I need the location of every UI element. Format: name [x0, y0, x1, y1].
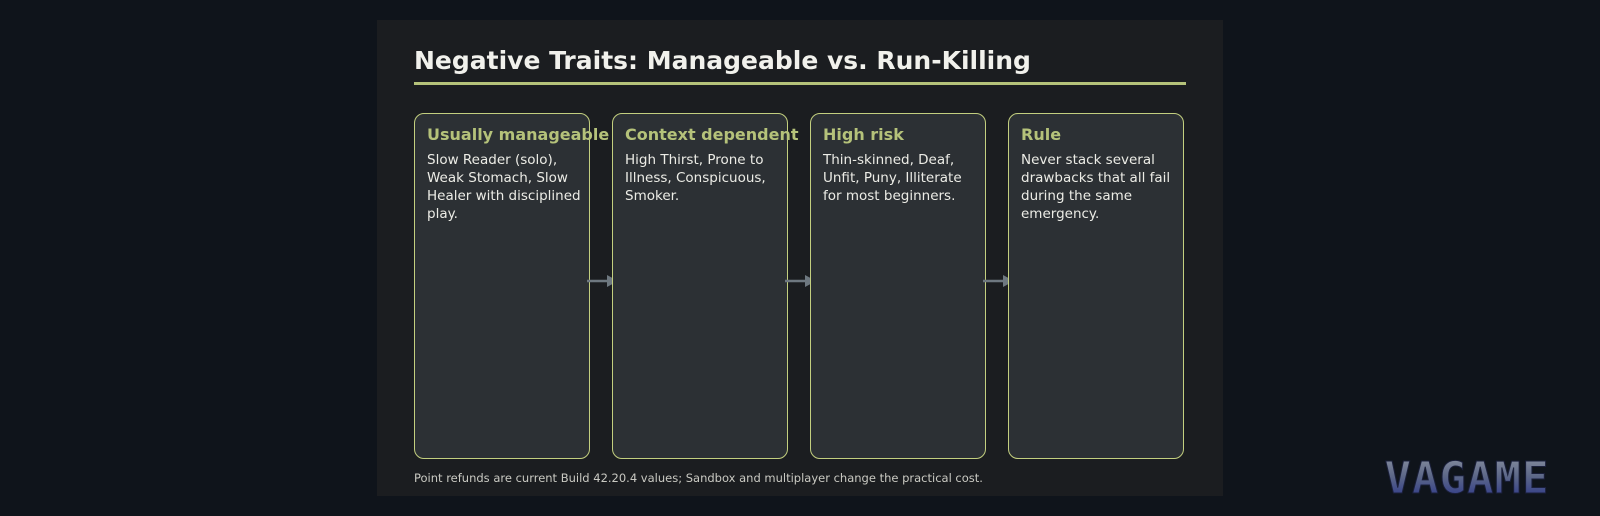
card-usually-manageable: Usually manageable Slow Reader (solo), W…: [414, 113, 609, 459]
card-heading: Usually manageable: [427, 125, 610, 144]
card-heading: Context dependent: [625, 125, 799, 144]
card-body: Slow Reader (solo), Weak Stomach, Slow H…: [427, 152, 581, 222]
card-body: High Thirst, Prone to Illness, Conspicuo…: [625, 152, 766, 204]
vagame-watermark-logo: VAGAME: [1384, 453, 1550, 503]
card-rule: Rule Never stack several drawbacks that …: [1008, 113, 1184, 459]
card-high-risk: High risk Thin-skinned, Deaf, Unfit, Pun…: [810, 113, 986, 459]
card-context-dependent: Context dependent High Thirst, Prone to …: [612, 113, 799, 459]
card-body: Never stack several drawbacks that all f…: [1021, 152, 1171, 222]
footnote: Point refunds are current Build 42.20.4 …: [414, 471, 983, 485]
watermark-text: VAGAME: [1385, 453, 1550, 503]
card-heading: High risk: [823, 125, 904, 144]
title-underline: [414, 82, 1186, 85]
card-body: Thin-skinned, Deaf, Unfit, Puny, Illiter…: [823, 152, 962, 204]
card-heading: Rule: [1021, 125, 1062, 144]
diagram-panel: Negative Traits: Manageable vs. Run-Kill…: [377, 20, 1223, 496]
diagram-title: Negative Traits: Manageable vs. Run-Kill…: [414, 46, 1031, 75]
